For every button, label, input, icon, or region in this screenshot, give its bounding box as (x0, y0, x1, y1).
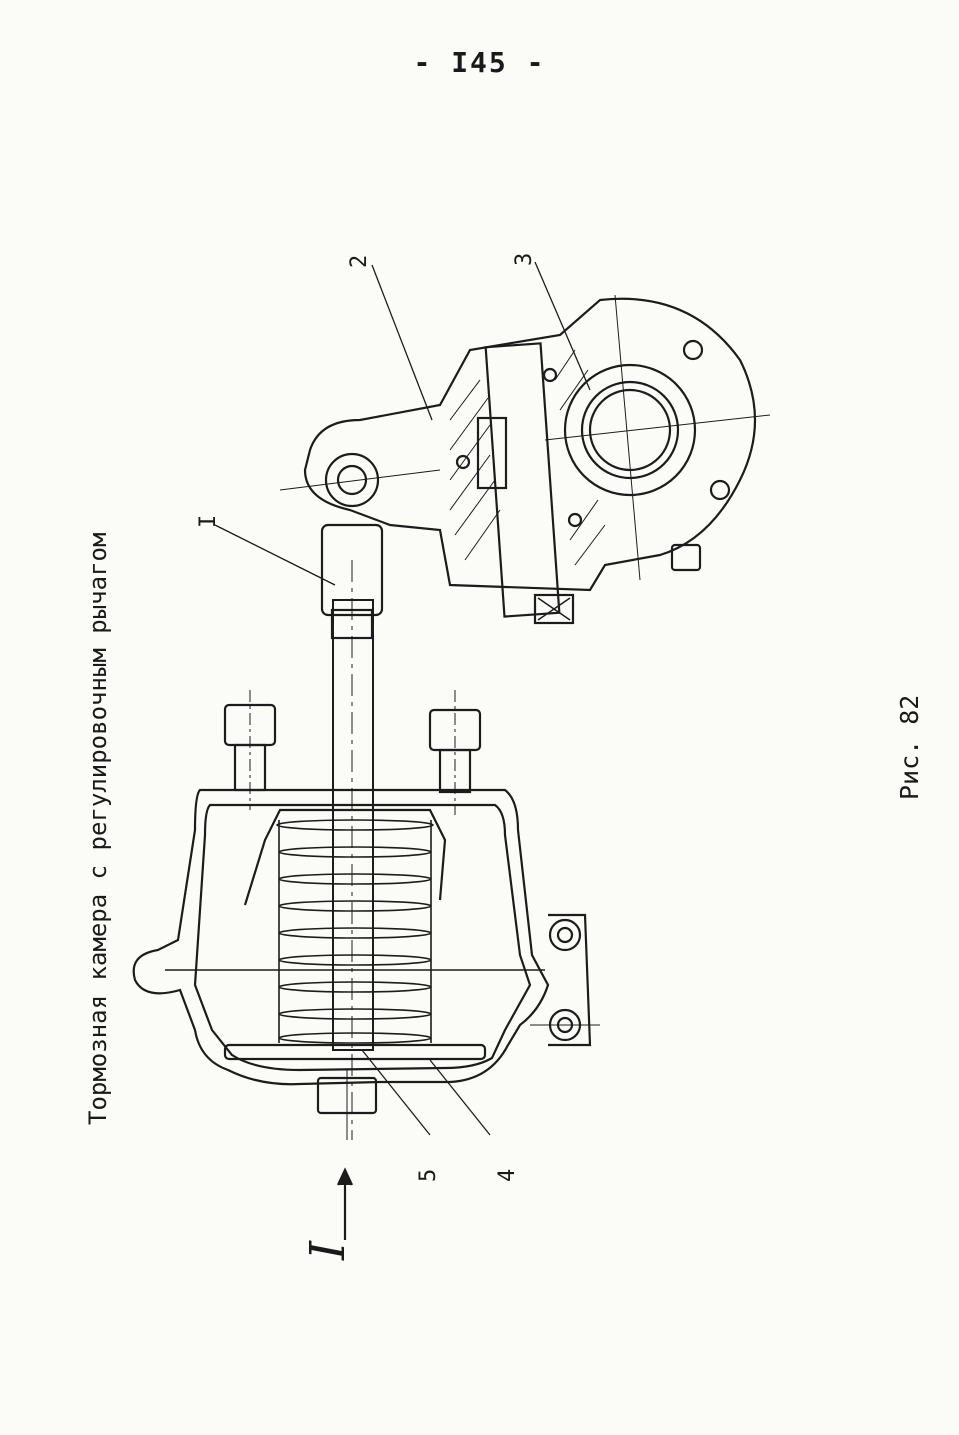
pressure-plate (223, 1043, 487, 1061)
view-mark: I (300, 1241, 356, 1260)
slack-adjuster-lever (303, 297, 757, 592)
lever-pivot-eye (324, 452, 380, 508)
callout-5: 5 (416, 1168, 441, 1182)
chamber-housing (132, 788, 550, 1086)
worm-shaft (484, 342, 561, 618)
mounting-bolts (223, 690, 482, 815)
splined-hub (563, 363, 697, 497)
chamber-inner-wall (193, 803, 532, 1072)
spring-cup (243, 808, 447, 906)
callout-3: 3 (512, 252, 537, 266)
page-number: - I45 - (413, 46, 546, 79)
callout-4: 4 (495, 1168, 520, 1182)
callout-1: I (196, 514, 221, 528)
view-arrow (337, 1167, 353, 1240)
clevis (320, 523, 384, 617)
leader-lines (214, 261, 591, 1136)
pushrod (332, 599, 374, 1051)
chamber-bracket (530, 913, 600, 1047)
return-spring (276, 819, 434, 1044)
section-hatching (449, 349, 606, 566)
callout-2: 2 (347, 254, 372, 268)
